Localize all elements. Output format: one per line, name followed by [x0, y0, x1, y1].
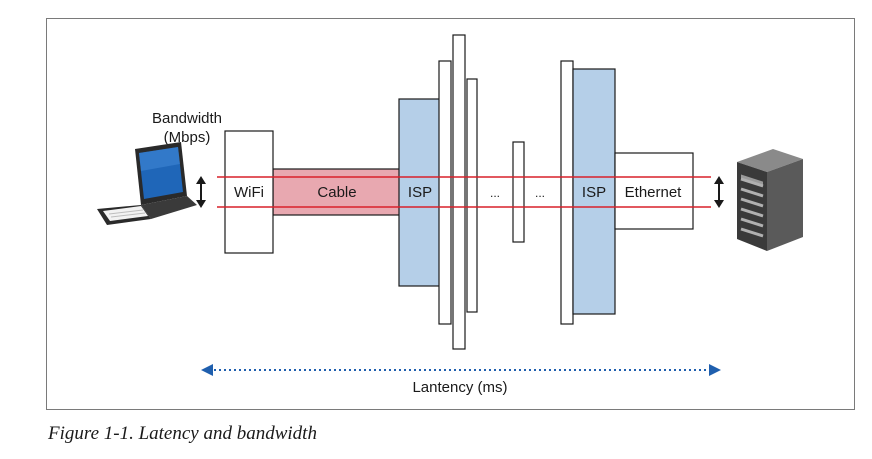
ethernet-label: Ethernet [625, 184, 683, 201]
double-arrow-horizontal-icon [201, 364, 721, 376]
double-arrow-vertical-icon [714, 176, 724, 208]
bandwidth-label: Bandwidth [152, 110, 222, 127]
router-plate-1 [438, 60, 452, 325]
figure-frame: WiFi Cable ISP ... ... ISP Ethernet Band… [46, 18, 855, 410]
dots-right-label: ... [535, 186, 545, 200]
laptop-icon [97, 142, 197, 225]
latency-bandwidth-diagram: WiFi Cable ISP ... ... ISP Ethernet Band… [97, 34, 803, 396]
router-plate-middle [512, 141, 525, 243]
router-plate-3 [466, 78, 478, 313]
bandwidth-unit-label: (Mbps) [164, 129, 211, 146]
isp-right-label: ISP [582, 184, 606, 201]
wifi-box [224, 130, 274, 254]
double-arrow-vertical-icon [196, 176, 206, 208]
ethernet-box [614, 152, 694, 230]
isp-left-box [398, 98, 446, 287]
dots-left-label: ... [490, 186, 500, 200]
router-plate-2 [452, 34, 466, 350]
cable-label: Cable [317, 184, 356, 201]
wifi-label: WiFi [234, 184, 264, 201]
figure-caption: Figure 1-1. Latency and bandwidth [48, 423, 317, 444]
server-rack-icon [737, 149, 803, 251]
latency-label: Lantency (ms) [412, 379, 507, 396]
router-plate-4 [560, 60, 574, 325]
isp-left-label: ISP [408, 184, 432, 201]
